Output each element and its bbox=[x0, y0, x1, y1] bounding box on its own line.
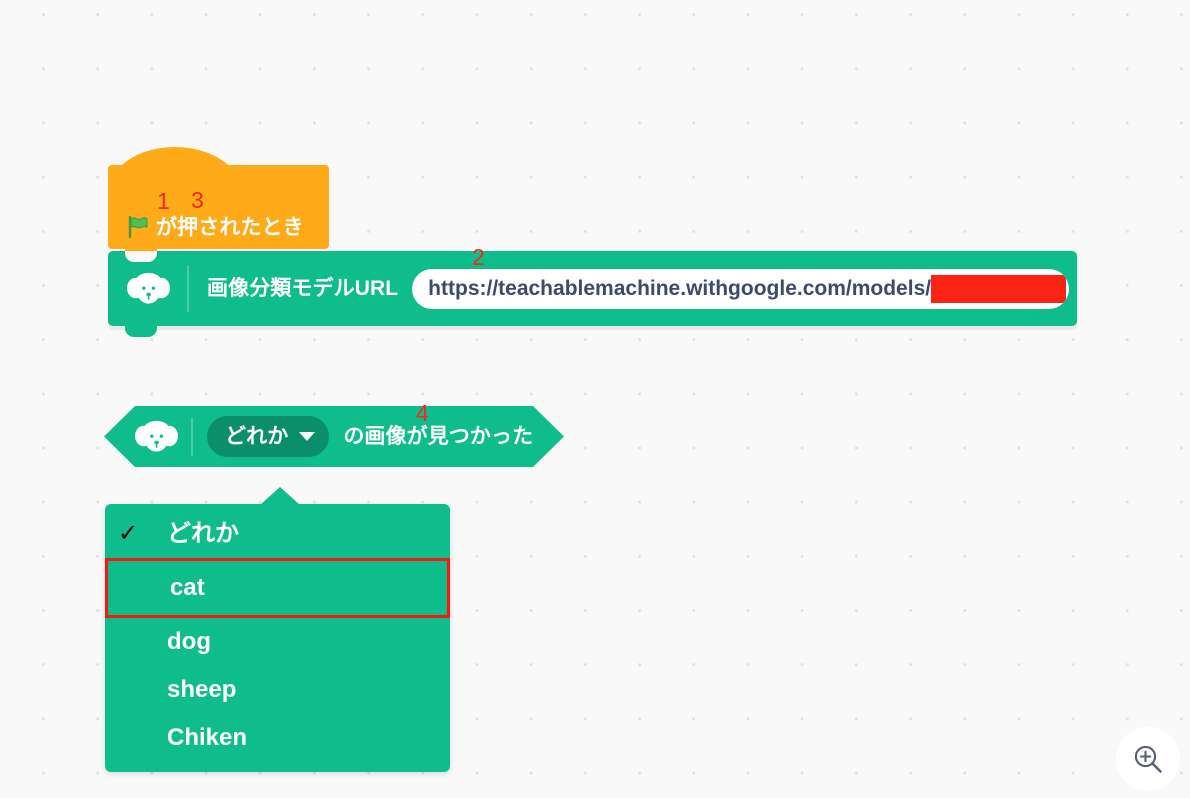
menu-item-label: dog bbox=[167, 628, 211, 655]
dropdown-pointer bbox=[260, 487, 300, 505]
check-icon: ✓ bbox=[117, 520, 139, 547]
dog-face-icon bbox=[134, 420, 179, 454]
hat-block-when-flag-clicked[interactable]: が押されたとき bbox=[108, 147, 329, 259]
menu-item-dog[interactable]: dog bbox=[105, 618, 450, 666]
menu-item-any[interactable]: ✓ どれか bbox=[105, 510, 450, 558]
annotation-number-2: 2 bbox=[472, 244, 485, 270]
annotation-number-4: 4 bbox=[416, 400, 429, 426]
zoom-controls[interactable] bbox=[1116, 727, 1180, 791]
dog-face-icon bbox=[126, 272, 171, 306]
command-block-top-notch bbox=[125, 251, 157, 262]
menu-item-label: Chiken bbox=[167, 724, 248, 751]
url-redaction-overlay bbox=[931, 274, 1067, 303]
class-dropdown-value: どれか bbox=[225, 425, 289, 448]
menu-item-cat[interactable]: cat bbox=[105, 558, 450, 618]
url-input[interactable]: https://teachablemachine.withgoogle.com/… bbox=[412, 268, 1070, 309]
class-dropdown-menu[interactable]: ✓ どれか cat dog sheep Chiken bbox=[105, 487, 450, 772]
command-block-image-model-url[interactable]: 画像分類モデルURL https://teachablemachine.with… bbox=[108, 251, 1077, 337]
menu-item-label: sheep bbox=[167, 676, 237, 703]
menu-item-sheep[interactable]: sheep bbox=[105, 666, 450, 714]
zoom-in-button[interactable] bbox=[1116, 727, 1180, 791]
hat-block-label: が押されたとき bbox=[156, 215, 304, 239]
boolean-block-label: の画像が見つかった bbox=[343, 425, 534, 448]
annotation-number-1: 1 bbox=[157, 188, 170, 214]
chevron-down-icon bbox=[299, 432, 316, 441]
zoom-in-icon bbox=[1134, 745, 1162, 773]
green-flag-icon bbox=[126, 215, 150, 239]
url-input-value: https://teachablemachine.withgoogle.com/… bbox=[428, 277, 932, 300]
menu-item-label: どれか bbox=[167, 520, 239, 547]
block-divider bbox=[187, 265, 189, 312]
menu-item-label: cat bbox=[170, 574, 205, 601]
hat-block-body bbox=[108, 205, 329, 249]
url-block-label: 画像分類モデルURL bbox=[207, 277, 399, 300]
menu-item-chiken[interactable]: Chiken bbox=[105, 714, 450, 762]
block-divider bbox=[191, 417, 193, 456]
boolean-block-image-detected[interactable]: どれか の画像が見つかった bbox=[104, 406, 564, 467]
annotation-number-3: 3 bbox=[191, 187, 204, 213]
class-dropdown-field[interactable]: どれか bbox=[207, 416, 330, 457]
command-block-connector-bump bbox=[125, 325, 157, 337]
